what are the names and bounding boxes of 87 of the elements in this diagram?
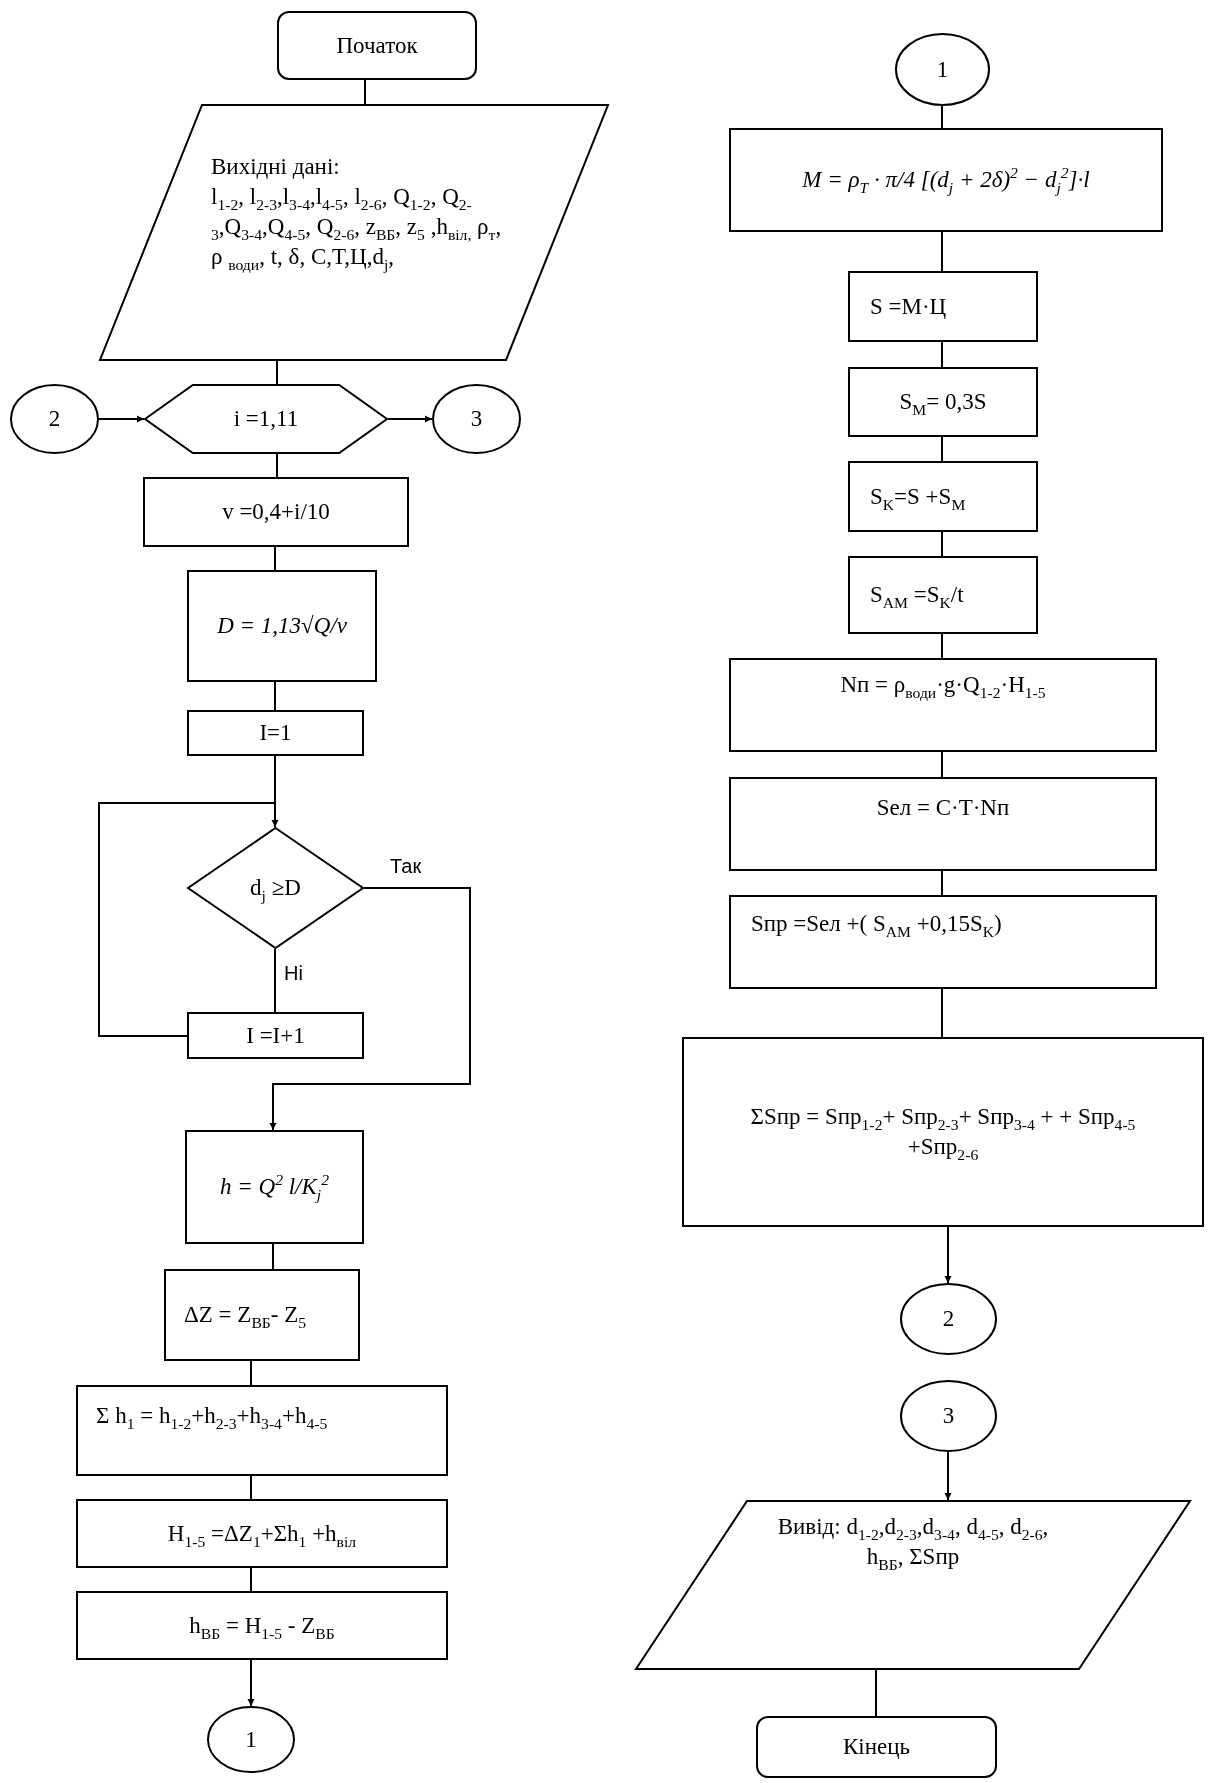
connector-line bbox=[941, 105, 943, 129]
process-box bbox=[187, 570, 377, 682]
arrow bbox=[387, 415, 433, 423]
node-label: Nп = ρ$_{води}$·g·Q$_{1-2}$·H$_{1-5}$ bbox=[840, 671, 1046, 700]
node-label: Σ h$_{1}$ = h$_{1-2}$+h$_{2-3}$+h$_{3-4}$+h$_{4-5}$ bbox=[96, 1402, 328, 1431]
process-box bbox=[76, 1499, 448, 1568]
connector-line bbox=[250, 1475, 252, 1500]
process-box bbox=[682, 1037, 1204, 1227]
connector-line bbox=[274, 681, 276, 711]
node-label: i =1,11 bbox=[233, 405, 299, 434]
node-label: v =0,4+i/10 bbox=[222, 498, 330, 527]
arrow bbox=[98, 415, 145, 423]
node-label: h$_{ВБ}$ = H$_{1-5}$ - Z$_{ВБ}$ bbox=[189, 1611, 335, 1641]
node-label: Кінець bbox=[842, 1733, 910, 1762]
node-label: 3 bbox=[942, 1402, 955, 1431]
connector-line bbox=[941, 988, 943, 1038]
data-parallelogram bbox=[99, 104, 609, 361]
node-label: 1 bbox=[936, 55, 949, 84]
node-label: Sпр =Seл +( S$_{AM}$ +0,15S$_{K}$) bbox=[751, 910, 1002, 939]
connector-circle bbox=[900, 1283, 997, 1355]
decision-diamond bbox=[187, 827, 364, 949]
arrow bbox=[944, 1226, 952, 1284]
connector-line bbox=[250, 1360, 252, 1386]
process-box bbox=[848, 367, 1038, 437]
process-box bbox=[76, 1591, 448, 1660]
node-label: d$_{j}$ ≥D bbox=[250, 874, 301, 903]
node-label: l$_{1-2}$, l$_{2-3}$,l$_{3-4}$,l$_{4-5}$, l$_{2-6}$, Q$_{1-2}$, Q$_{2-}$$_{3}$,Q$_{3-4}$,Q$_{4-5}$, Q$_{2-6}$, z$_{ВБ}$, z$_{5}$ ,h$_{віл,}$ ρ$_{т}$, ρ $_{води}$, t, δ, C,T,Ц,d$_{j}$, bbox=[211, 182, 503, 272]
connector-line bbox=[875, 1669, 877, 1717]
connector-line bbox=[941, 231, 943, 272]
formula-text: M = ρ$_{T}$ · π/4 [(d$_{j}$ + 2δ)$^{2}$ − d$_{j}$$^{2}$]·l bbox=[802, 165, 1090, 195]
node-label: 2 bbox=[942, 1305, 955, 1334]
process-box bbox=[729, 658, 1157, 752]
node-label: H$_{1-5}$ =ΔZ$_{1}$+Σh$_{1}$ +h$_{віл}$ bbox=[167, 1519, 357, 1549]
connector-circle bbox=[432, 384, 521, 454]
terminator-box bbox=[277, 11, 477, 80]
node-label: S$_{M}$= 0,3S bbox=[899, 388, 987, 417]
connector-line bbox=[274, 948, 276, 1013]
connector-circle bbox=[900, 1380, 997, 1452]
process-box bbox=[729, 895, 1157, 989]
connector-line bbox=[941, 870, 943, 896]
process-box bbox=[729, 777, 1157, 871]
connector-circle bbox=[10, 384, 99, 454]
heading-text: Вихідні дані: bbox=[211, 153, 340, 181]
connector-line bbox=[941, 751, 943, 778]
node-label: Початок bbox=[336, 31, 418, 60]
process-box bbox=[143, 477, 409, 547]
node-label: I =I+1 bbox=[246, 1021, 305, 1050]
node-label: 3 bbox=[470, 405, 483, 434]
process-box bbox=[185, 1130, 364, 1244]
process-box bbox=[164, 1269, 360, 1361]
arrow bbox=[269, 887, 471, 1131]
process-box bbox=[848, 461, 1038, 532]
arrow bbox=[247, 1659, 255, 1707]
connector-line bbox=[276, 453, 278, 478]
node-label: S =M·Ц bbox=[870, 292, 947, 321]
connector-circle bbox=[895, 33, 990, 106]
connector-line bbox=[941, 633, 943, 659]
node-label: ΣSпр = Sпр$_{1-2}$+ Sпр$_{2-3}$+ Sпр$_{3-4}$ + + Sпр$_{4-5}$ +Sпр$_{2-6}$ bbox=[749, 1103, 1137, 1162]
loop-hexagon bbox=[144, 384, 388, 454]
arrow bbox=[944, 1451, 952, 1501]
formula-text: D = 1,13√Q/v bbox=[217, 612, 347, 641]
node-label: ΔZ = Z$_{ВБ}$- Z$_{5}$ bbox=[184, 1301, 307, 1330]
data-parallelogram bbox=[635, 1500, 1191, 1670]
terminator-box bbox=[756, 1716, 997, 1778]
node-label: 1 bbox=[245, 1725, 257, 1754]
process-box bbox=[76, 1385, 448, 1476]
connector-line bbox=[272, 1243, 274, 1270]
connector-circle bbox=[207, 1706, 295, 1773]
connector-line bbox=[250, 1567, 252, 1592]
node-label: I=1 bbox=[259, 719, 292, 748]
node-label: Seл = C·T·Nп bbox=[876, 794, 1010, 822]
process-box bbox=[187, 710, 364, 756]
node-label: S$_{AM}$ =S$_{K}$/t bbox=[870, 581, 964, 610]
connector-line bbox=[941, 531, 943, 557]
process-box bbox=[848, 556, 1038, 634]
connector-line bbox=[364, 79, 366, 105]
connector-line bbox=[941, 341, 943, 368]
process-box bbox=[729, 128, 1163, 232]
node-label: 2 bbox=[48, 405, 61, 434]
node-label: S$_{K}$=S +S$_{M}$ bbox=[870, 482, 966, 512]
arrow bbox=[98, 802, 279, 1037]
connector-line bbox=[276, 360, 278, 385]
process-box bbox=[187, 1012, 364, 1059]
node-label: Вивід: d$_{1-2}$,d$_{2-3}$,d$_{3-4}$, d$_{4-5}$, d$_{2-6}$, h$_{ВБ}$, ΣSпр bbox=[776, 1513, 1050, 1572]
connector-line bbox=[274, 546, 276, 571]
connector-line bbox=[941, 436, 943, 462]
process-box bbox=[848, 271, 1038, 342]
